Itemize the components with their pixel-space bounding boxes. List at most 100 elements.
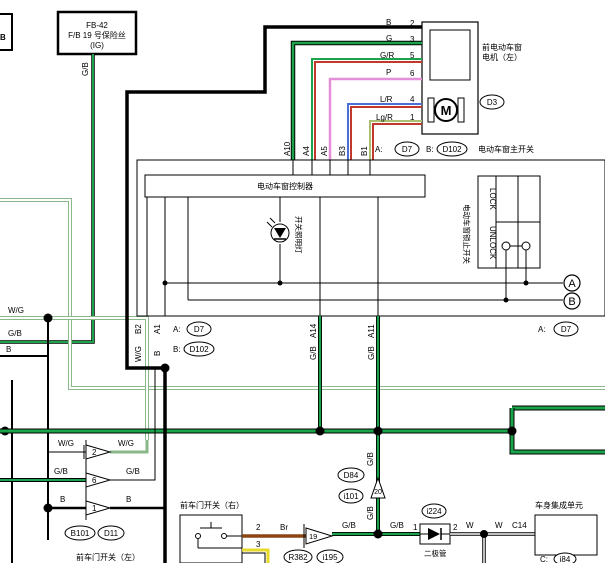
svg-text:A:: A: bbox=[538, 325, 546, 334]
ground-b-badge bbox=[563, 292, 581, 310]
svg-text:2: 2 bbox=[453, 523, 458, 532]
wire-yellow bbox=[242, 548, 270, 563]
svg-text:A14: A14 bbox=[309, 323, 318, 338]
splice-door bbox=[373, 529, 383, 539]
splice-b bbox=[160, 363, 170, 373]
motor-connector-badge bbox=[479, 94, 505, 110]
svg-text:D7: D7 bbox=[402, 145, 413, 154]
conn-badge-d7-left bbox=[186, 321, 212, 337]
svg-text:C14: C14 bbox=[512, 521, 527, 530]
svg-text:1: 1 bbox=[410, 113, 415, 122]
svg-text:A11: A11 bbox=[367, 324, 376, 338]
svg-text:2: 2 bbox=[256, 523, 261, 532]
conn-badge-b101 bbox=[64, 525, 96, 541]
svg-text:P: P bbox=[386, 68, 391, 77]
svg-text:i101: i101 bbox=[343, 492, 359, 501]
svg-text:B2: B2 bbox=[134, 324, 143, 334]
lock-contact-2 bbox=[521, 241, 531, 251]
svg-text:B: B bbox=[126, 495, 131, 504]
svg-text:3: 3 bbox=[410, 35, 415, 44]
svg-text:G/B: G/B bbox=[366, 452, 375, 466]
switch-light-led bbox=[266, 217, 290, 243]
motor-inner-box bbox=[429, 29, 471, 81]
door-switch-right-contact bbox=[195, 522, 242, 549]
conn-badge-d11 bbox=[97, 525, 125, 541]
svg-text:G: G bbox=[386, 34, 392, 43]
wire-wg-main bbox=[0, 316, 149, 440]
conn-badge-r382 bbox=[283, 549, 313, 563]
svg-text:4: 4 bbox=[410, 95, 415, 104]
svg-text:D102: D102 bbox=[189, 345, 209, 354]
svg-text:A:: A: bbox=[173, 325, 181, 334]
svg-text:G/R: G/R bbox=[380, 51, 394, 60]
motor-pin-labels: 2 3 5 6 4 1 bbox=[410, 19, 415, 122]
splice-right bbox=[507, 426, 517, 436]
svg-text:W: W bbox=[495, 521, 503, 530]
svg-text:A5: A5 bbox=[320, 146, 329, 156]
conn-badge-i224 bbox=[421, 503, 447, 519]
door-switch-right-box bbox=[179, 514, 243, 563]
junction-connector bbox=[370, 476, 386, 499]
fuse-box bbox=[56, 10, 138, 56]
motor-wire-p bbox=[328, 77, 422, 175]
svg-text:W/G: W/G bbox=[58, 439, 74, 448]
fuse-label-3: (IG) bbox=[90, 41, 104, 50]
svg-text:1: 1 bbox=[92, 504, 97, 513]
motor-symbol bbox=[434, 98, 458, 122]
wire-fuse-gb bbox=[0, 54, 95, 344]
svg-text:D7: D7 bbox=[561, 325, 572, 334]
svg-text:G/B: G/B bbox=[390, 521, 404, 530]
svg-text:L/R: L/R bbox=[380, 95, 393, 104]
door-switch-left-label: 前车门开关（左） bbox=[76, 552, 140, 562]
svg-text:20: 20 bbox=[374, 489, 382, 496]
svg-text:A1: A1 bbox=[153, 324, 162, 334]
partial-box-label: B bbox=[0, 33, 6, 42]
svg-text:5: 5 bbox=[410, 51, 415, 60]
conn-badge-d102-left bbox=[183, 341, 215, 357]
lock-contact-1 bbox=[501, 241, 511, 251]
svg-text:D102: D102 bbox=[442, 145, 462, 154]
svg-text:D11: D11 bbox=[104, 529, 119, 538]
svg-text:A10: A10 bbox=[283, 141, 292, 156]
svg-text:B101: B101 bbox=[71, 529, 90, 538]
svg-text:B: B bbox=[386, 18, 391, 27]
svg-text:B: B bbox=[153, 351, 162, 356]
wire-wg-left bbox=[0, 198, 605, 390]
motor-wire-lgr bbox=[369, 120, 422, 175]
svg-text:W/G: W/G bbox=[134, 346, 143, 362]
lock-label: LOCK bbox=[488, 188, 497, 210]
motor-wire-g bbox=[290, 40, 422, 175]
diode-symbol bbox=[428, 528, 440, 540]
svg-text:D84: D84 bbox=[344, 471, 359, 480]
svg-text:G/B: G/B bbox=[367, 346, 376, 360]
svg-text:G/B: G/B bbox=[54, 467, 68, 476]
controller-label: 电动车窗控制器 bbox=[257, 181, 313, 191]
wire-block-gb bbox=[0, 368, 156, 482]
motor-connector-id: D3 bbox=[487, 98, 498, 107]
conn-badge-d7-top bbox=[394, 141, 420, 157]
conn-badge-d7-right bbox=[553, 321, 579, 337]
conn-badge-d84 bbox=[337, 467, 365, 483]
lock-switch-label: 电动车窗锁止开关 bbox=[462, 204, 472, 264]
svg-text:i224: i224 bbox=[426, 507, 442, 516]
window-controller bbox=[144, 174, 426, 198]
svg-text:3: 3 bbox=[256, 540, 261, 549]
motor-label-2: 电机（左） bbox=[482, 52, 522, 62]
wire-label-gb-left: G/B bbox=[8, 329, 22, 338]
fuse-label-2: F/B 19 号保险丝 bbox=[68, 30, 126, 40]
diode-label: 二极管 bbox=[424, 548, 447, 558]
motor-wire-labels: B G G/R P L/R Lg/R bbox=[376, 18, 394, 122]
svg-text:i195: i195 bbox=[322, 553, 338, 562]
wire-label-b-left: B bbox=[6, 345, 11, 354]
svg-text:B: B bbox=[568, 296, 575, 308]
svg-text:i84: i84 bbox=[560, 555, 571, 563]
main-switch-bottom-wire-labels: W/G B G/B G/B bbox=[134, 346, 376, 362]
wire-label-fuse-gb: G/B bbox=[81, 62, 90, 76]
splice-left-1 bbox=[43, 313, 53, 323]
motor-label-1: 前电动车窗 bbox=[482, 42, 522, 52]
conn-badge-i84 bbox=[553, 552, 577, 563]
svg-text:B3: B3 bbox=[338, 146, 347, 156]
motor-m-label: M bbox=[441, 103, 452, 118]
svg-text:G/B: G/B bbox=[366, 506, 375, 520]
svg-text:B:: B: bbox=[426, 145, 434, 154]
